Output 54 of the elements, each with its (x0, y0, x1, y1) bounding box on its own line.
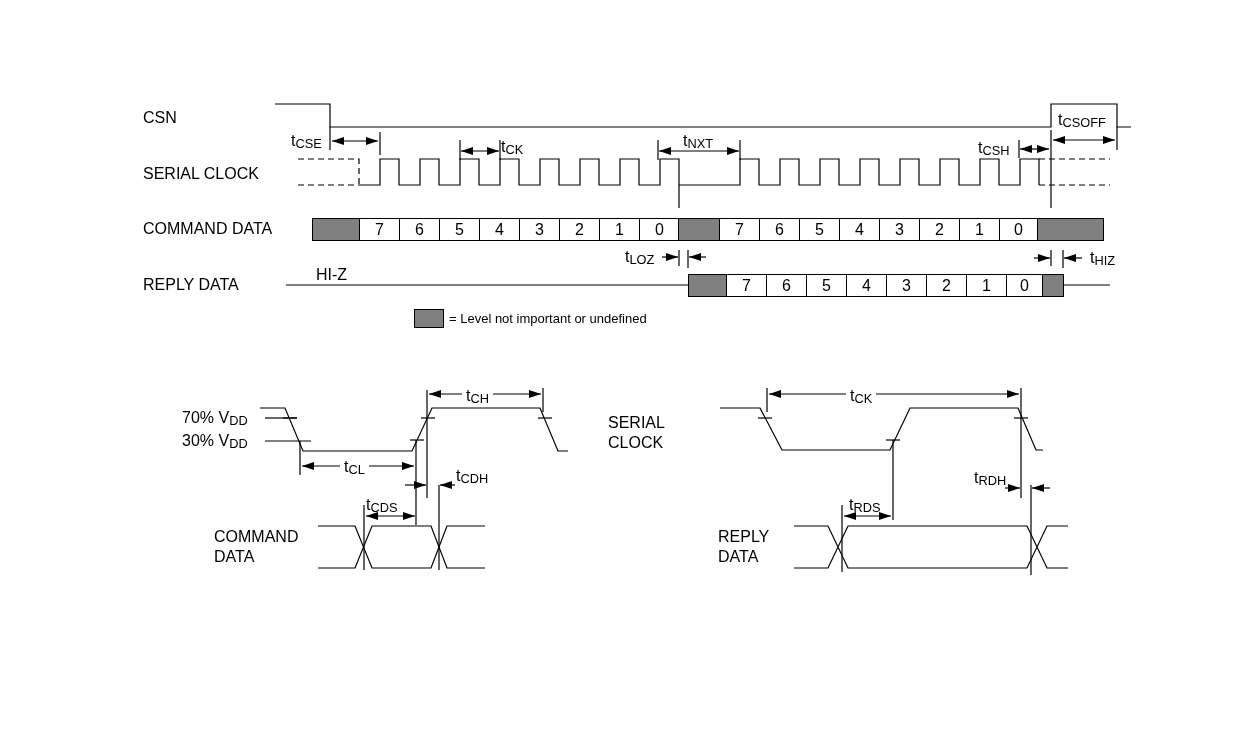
timing-label: t$_{CH}$ (462, 387, 493, 405)
timing-label: t$_{HIZ}$ (1090, 249, 1116, 267)
data-bit-cell: 2 (559, 218, 600, 241)
data-bit-cell: 6 (766, 274, 807, 297)
data-bit-cell: 4 (479, 218, 520, 241)
signal-name: REPLY DATA (718, 527, 770, 567)
signal-name: COMMAND DATA (143, 220, 273, 238)
timing-label: t$_{LOZ}$ (625, 248, 655, 266)
timing-label: t$_{CSOFF}$ (1058, 111, 1106, 129)
timing-label: t$_{NXT}$ (683, 132, 714, 150)
timing-label: t$_{CSE}$ (291, 132, 322, 150)
data-bit-cell: 1 (599, 218, 640, 241)
legend-text: = Level not important or undefined (449, 311, 647, 327)
timing-label: t$_{CL}$ (340, 458, 369, 476)
data-bit-cell: 7 (719, 218, 760, 241)
signal-name: SERIAL CLOCK (608, 413, 666, 453)
timing-label: t$_{RDS}$ (849, 496, 881, 514)
data-bit-cell: 0 (639, 218, 680, 241)
timing-label: t$_{CSH}$ (978, 139, 1010, 157)
data-bit-cell: 5 (806, 274, 847, 297)
data-bit-cell: 7 (726, 274, 767, 297)
timing-label: t$_{CK}$ (501, 138, 524, 156)
state-label: HI-Z (316, 266, 348, 284)
data-bit-cell: 2 (919, 218, 960, 241)
data-bit-cell: 5 (799, 218, 840, 241)
signal-name: COMMAND DATA (214, 527, 300, 567)
data-bit-cell: 1 (959, 218, 1000, 241)
data-bit-cell: 5 (439, 218, 480, 241)
data-bit-cell: 6 (759, 218, 800, 241)
timing-label: t$_{CDS}$ (366, 496, 398, 514)
timing-label: t$_{RDH}$ (974, 469, 1007, 487)
signal-name: SERIAL CLOCK (143, 165, 259, 183)
data-bit-cell: 7 (359, 218, 400, 241)
undefined-level-cell (1037, 218, 1104, 241)
data-bit-cell: 6 (399, 218, 440, 241)
threshold-label: 30% V$_{DD}$ (182, 432, 248, 450)
signal-name: REPLY DATA (143, 276, 239, 294)
data-bit-cell: 1 (966, 274, 1007, 297)
undefined-level-cell (688, 274, 727, 297)
undefined-level-cell (1042, 274, 1064, 297)
signal-name: CSN (143, 109, 177, 127)
timing-label: t$_{CDH}$ (456, 467, 489, 485)
data-bit-cell: 3 (519, 218, 560, 241)
data-bit-cell: 4 (846, 274, 887, 297)
data-bit-cell: 3 (886, 274, 927, 297)
undefined-level-cell (678, 218, 720, 241)
threshold-label: 70% V$_{DD}$ (182, 409, 248, 427)
undefined-level-cell (312, 218, 360, 241)
data-bit-cell: 0 (1006, 274, 1043, 297)
data-bit-cell: 3 (879, 218, 920, 241)
data-bit-cell: 0 (999, 218, 1038, 241)
timing-label: t$_{CK}$ (846, 387, 877, 405)
data-bit-cell: 4 (839, 218, 880, 241)
data-bit-cell: 2 (926, 274, 967, 297)
